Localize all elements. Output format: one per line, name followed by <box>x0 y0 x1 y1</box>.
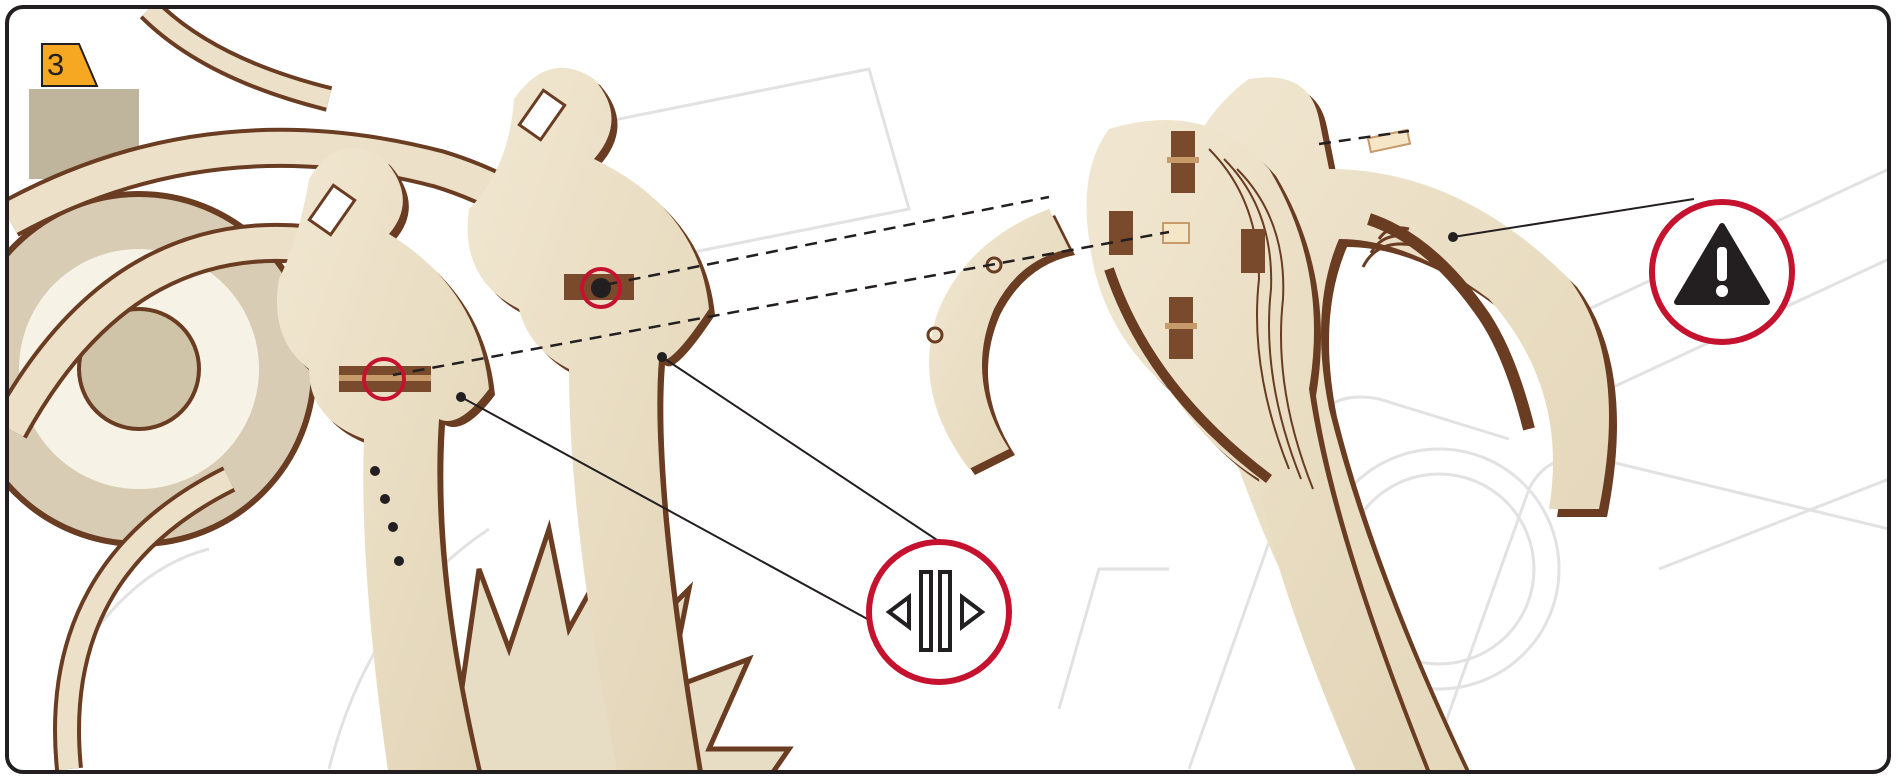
step-number: 3 <box>47 45 64 85</box>
instruction-panel: 3 <box>5 5 1891 774</box>
press-together-icon <box>869 542 1009 682</box>
arm-front-left <box>277 148 495 774</box>
assembly-illustration <box>9 9 1891 774</box>
warning-triangle-icon <box>1652 202 1792 342</box>
step-number-badge: 3 <box>41 43 99 87</box>
hook-small <box>928 209 1075 475</box>
